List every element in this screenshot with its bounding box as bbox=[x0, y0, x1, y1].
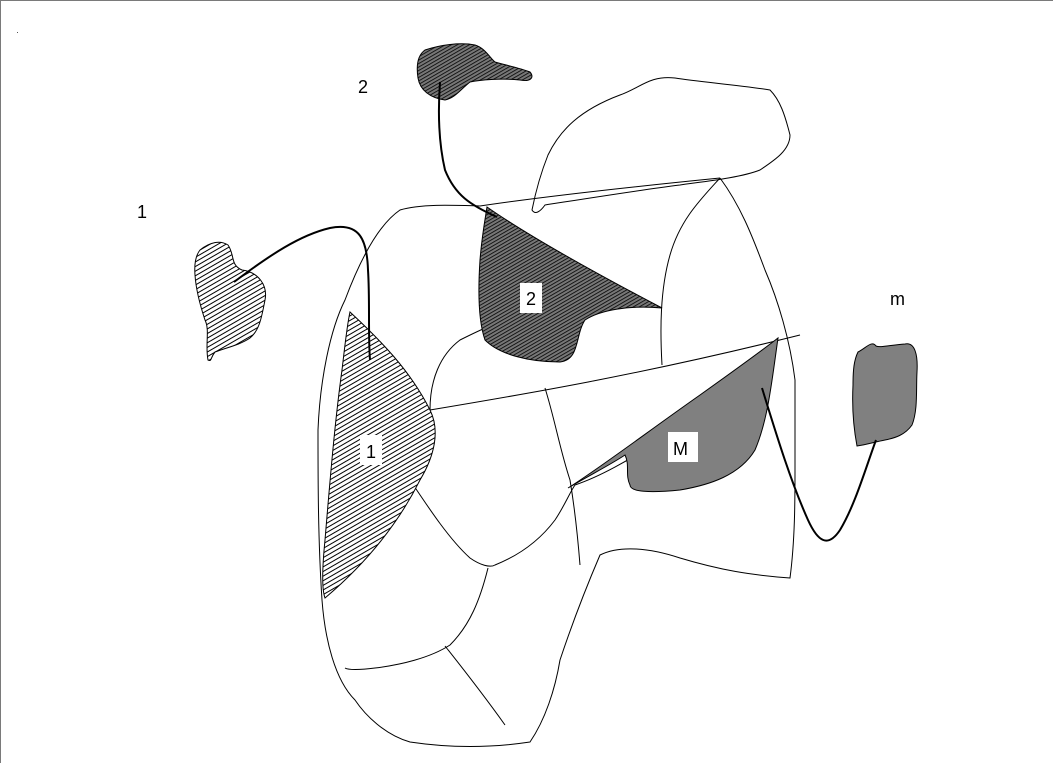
piece-m-solid bbox=[852, 343, 918, 447]
region-2-label-box bbox=[520, 283, 542, 313]
upper-lobe-outline bbox=[531, 77, 791, 213]
connector-m bbox=[761, 387, 877, 542]
label-outside-1: 1 bbox=[137, 202, 147, 222]
connector-lines bbox=[233, 81, 877, 542]
label-inside-1: 1 bbox=[366, 442, 376, 462]
connector-1 bbox=[233, 225, 371, 361]
connector-2 bbox=[437, 81, 498, 218]
piece-1-hatched bbox=[194, 241, 267, 361]
label-inside-2: 2 bbox=[526, 289, 536, 309]
region-M-solid bbox=[567, 336, 779, 493]
label-outside-m: m bbox=[890, 289, 905, 309]
corner-dot bbox=[17, 32, 18, 33]
region-M-label-box bbox=[668, 432, 698, 462]
region-1-label-box bbox=[360, 435, 382, 465]
main-body-outline bbox=[317, 177, 796, 747]
label-inside-M: M bbox=[673, 439, 688, 459]
label-outside-2: 2 bbox=[358, 77, 368, 97]
piece-2-hatched bbox=[416, 43, 533, 101]
region-2-hatched bbox=[478, 206, 663, 363]
